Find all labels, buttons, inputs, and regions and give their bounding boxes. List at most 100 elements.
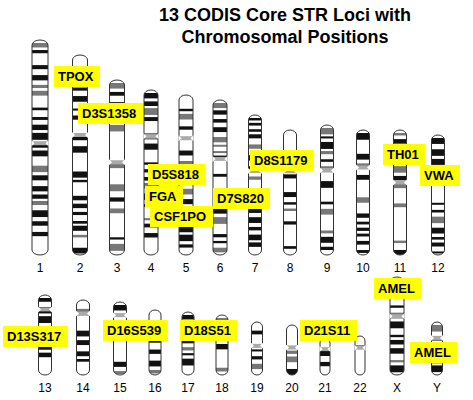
chromosome-band	[32, 232, 48, 236]
centromere-notch	[32, 140, 35, 146]
chromosome-band	[179, 109, 193, 111]
chromosome-band	[77, 340, 90, 345]
chromosome-band	[432, 325, 443, 332]
chromosome-band	[110, 197, 125, 201]
chromosome-band	[110, 83, 125, 89]
chromosome-band	[357, 213, 370, 217]
centromere-band	[390, 314, 404, 318]
centromere-notch	[393, 180, 396, 186]
chromosome-number: 3	[105, 261, 129, 275]
chromosome-band	[432, 228, 445, 234]
centromere-band	[77, 312, 90, 316]
chromosome-band	[321, 181, 334, 188]
centromere-notch	[49, 306, 52, 312]
chromosome-band	[357, 133, 370, 140]
chromosome-band	[321, 159, 334, 162]
chromosome-band	[149, 350, 161, 354]
chromosome	[32, 40, 49, 255]
chromosome-band	[179, 244, 193, 247]
locus-name: AMEL	[414, 345, 453, 360]
chromosome-band	[357, 228, 370, 231]
chromosome-band	[149, 361, 161, 367]
chromosome-number: 8	[278, 261, 302, 275]
centromere-band	[394, 181, 407, 185]
locus-name: AMEL	[378, 281, 417, 296]
chromosome-band	[216, 368, 228, 372]
locus-label: VWA	[420, 165, 460, 186]
chromosome-band	[110, 244, 125, 251]
chromosome-body	[213, 100, 227, 255]
chromosome-number: 5	[174, 261, 198, 275]
chromosome-band	[321, 142, 334, 149]
centromere-notch	[85, 132, 88, 138]
chromosome-band	[73, 96, 88, 102]
chromosome-band	[213, 119, 227, 123]
chromosome-band	[252, 364, 263, 369]
locus-label: CSF1PO	[150, 206, 213, 227]
chromosome-band	[213, 137, 227, 142]
chromosome-band	[73, 248, 88, 254]
chromosome-band	[321, 128, 334, 134]
locus-name: D16S539	[107, 323, 164, 338]
chromosome-band	[394, 133, 407, 135]
chromosome-outline	[357, 130, 370, 255]
chromosome-band	[390, 365, 404, 372]
chromosome-band	[77, 331, 90, 337]
chromosome-band	[179, 114, 193, 120]
chromosome-band	[144, 117, 158, 121]
chromosome-band	[390, 321, 404, 328]
centromere-notch	[363, 345, 366, 351]
locus-label: D16S539	[103, 320, 168, 341]
chromosome-band	[32, 43, 48, 47]
chromosome-band	[432, 237, 445, 240]
chromosome-band	[213, 217, 227, 224]
chromosome-number: Y	[425, 381, 449, 395]
locus-label: D21S11	[300, 320, 357, 341]
chromosome-band	[432, 243, 445, 247]
centromere-band	[355, 346, 365, 350]
locus-name: FGA	[149, 189, 179, 204]
chromosome-band	[357, 197, 370, 202]
chromosome-bands	[287, 346, 298, 376]
centromere-notch	[251, 343, 254, 349]
chromosome-band	[394, 203, 407, 207]
chromosome-band	[287, 351, 298, 354]
chromosome-band	[213, 248, 227, 253]
chromosome-band	[394, 139, 407, 144]
chromosome-band	[32, 201, 48, 205]
chromosome	[248, 115, 262, 255]
centromere-notch	[113, 312, 116, 318]
centromere-notch	[260, 343, 263, 349]
chromosome-outline	[32, 40, 48, 255]
locus-name: D21S11	[304, 323, 353, 338]
centromere-band	[179, 136, 193, 140]
chromosome-outline	[284, 130, 297, 255]
centromere-notch	[404, 180, 407, 186]
chromosome-band	[110, 184, 125, 191]
chromosome-number: 6	[208, 261, 232, 275]
chromosome-band	[144, 108, 158, 115]
chromosome-bands	[73, 71, 88, 253]
chromosome-band	[182, 347, 194, 350]
chromosome-outline	[287, 325, 298, 375]
chromosome-band	[284, 221, 297, 224]
chromosome-band	[432, 210, 445, 213]
chromosome-band	[39, 353, 52, 358]
chromosome-band	[249, 118, 262, 120]
chromosome-band	[32, 150, 48, 156]
locus-label: D7S820	[213, 188, 270, 209]
chromosome-band	[39, 316, 52, 323]
chromosome-bands	[249, 118, 262, 247]
locus-name: D3S1358	[82, 106, 139, 121]
chromosome-band	[321, 202, 334, 205]
chromosome-band	[144, 133, 158, 140]
chromosome	[320, 125, 334, 255]
chromosome-band	[32, 133, 48, 140]
chromosome-band	[144, 101, 158, 106]
centromere-band	[110, 160, 125, 164]
chromosome-outline	[252, 322, 263, 375]
chromosome-band	[32, 194, 48, 198]
chromosome-number: 11	[388, 261, 412, 275]
chromosome-band	[32, 85, 48, 88]
locus-name: D13S317	[7, 329, 64, 344]
